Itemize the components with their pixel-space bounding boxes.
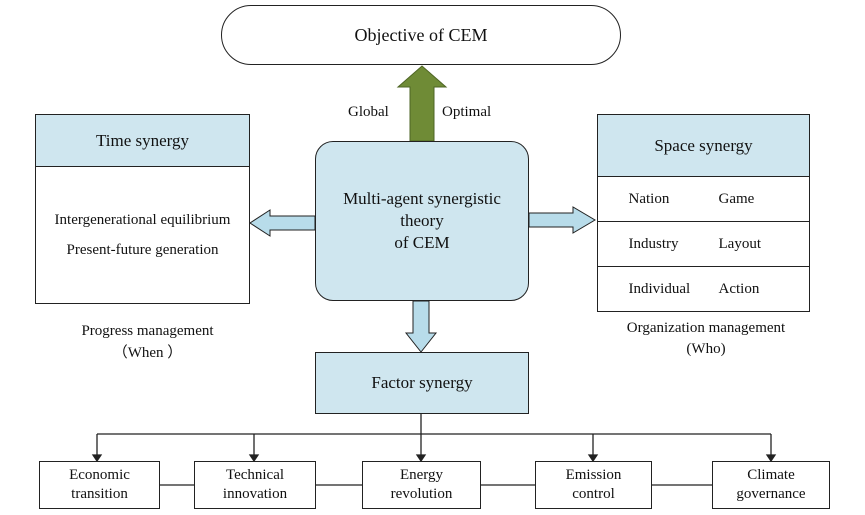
core-line-2: theory [400,211,444,230]
time-synergy-header: Time synergy [36,115,249,167]
factor-3-line-1: Energy [399,467,444,483]
time-synergy-line-2: Present-future generation [66,242,219,258]
factor-energy-box: Energy revolution [362,461,481,509]
factor-emission-box: Emission control [535,461,652,509]
factor-synergy-box: Factor synergy [315,352,529,414]
space-caption-line-2: (Who) [686,341,726,357]
down-arrow [404,300,438,353]
factor-economic-box: Economic transition [39,461,160,509]
factor-2-line-2: innovation [222,486,288,502]
space-synergy-title: Space synergy [654,135,753,155]
factor-4-line-2: control [572,486,615,502]
factor-2-line-1: Technical [225,467,285,483]
factor-5-line-2: governance [736,486,806,502]
optimal-label: Optimal [442,104,492,120]
factor-1-line-1: Economic [69,467,130,483]
space-row-3-b: Action [718,280,760,297]
space-row-1-b: Game [718,191,755,207]
factor-1-line-2: transition [71,486,128,502]
left-arrow [249,209,316,237]
core-theory-box: Multi-agent synergistic theory of CEM [315,141,529,301]
time-synergy-box: Time synergy Intergenerational equilibri… [35,114,250,304]
time-caption: Progress management （When ） [35,320,260,364]
space-caption-line-1: Organization management [626,320,786,336]
right-arrow [528,206,596,234]
global-label: Global [348,104,389,120]
core-line-3: of CEM [394,233,450,252]
space-row-3: Individual Action [598,266,809,311]
factor-climate-box: Climate governance [712,461,830,509]
space-row-2-a: Industry [628,235,679,252]
space-row-1-a: Nation [628,191,670,207]
space-caption: Organization management (Who) [592,318,820,360]
space-row-3-a: Individual [628,280,691,297]
factor-5-line-1: Climate [747,467,795,483]
factor-3-line-2: revolution [390,486,453,502]
factor-4-line-1: Emission [565,467,622,483]
space-synergy-box: Space synergy Nation Game Industry Layou… [597,114,810,312]
space-row-1: Nation Game [598,177,809,222]
green-up-arrow [396,65,448,142]
objective-label: Objective of CEM [354,24,488,45]
objective-box: Objective of CEM [221,5,621,65]
time-synergy-line-1: Intergenerational equilibrium [54,212,231,228]
time-caption-line-1: Progress management [81,323,214,339]
time-synergy-title: Time synergy [95,130,190,150]
space-synergy-header: Space synergy [598,115,809,177]
time-caption-line-2: （When ） [112,345,183,361]
space-row-2-b: Layout [718,235,762,252]
space-row-2: Industry Layout [598,221,809,266]
factor-synergy-title: Factor synergy [371,373,473,392]
time-synergy-body: Intergenerational equilibrium Present-fu… [36,167,249,303]
factor-technical-box: Technical innovation [194,461,316,509]
tree-drops [91,434,777,463]
core-line-1: Multi-agent synergistic [343,189,501,208]
